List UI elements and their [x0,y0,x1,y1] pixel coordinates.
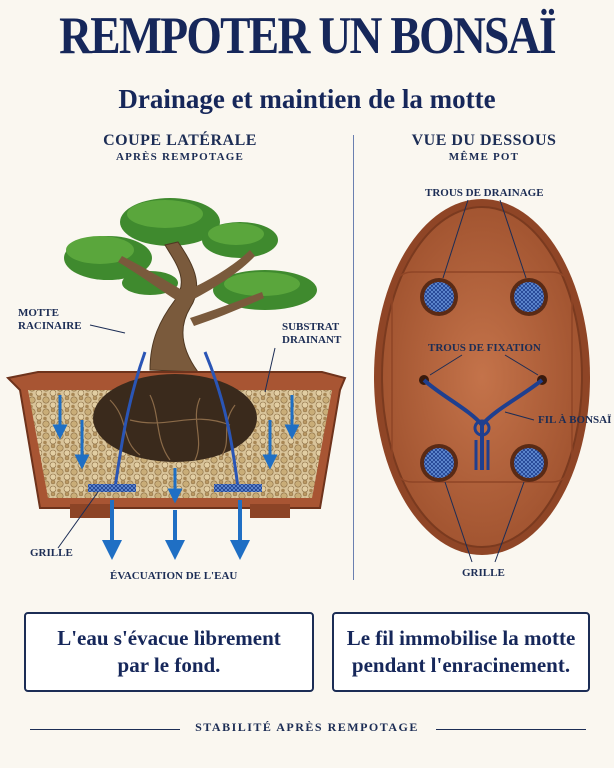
water-arrows-outflow [102,500,250,560]
label-trous-drainage: TROUS DE DRAINAGE [425,187,544,199]
label-motte-line1: MOTTE [18,307,59,319]
caption-right-text: Le fil immobilise la motte pendant l'enr… [346,626,576,677]
label-motte-line2: RACINAIRE [18,320,82,332]
left-panel-subheading: APRÈS REMPOTAGE [115,151,245,163]
label-substrat-line1: SUBSTRAT [282,321,340,333]
label-motte-racinaire: MOTTE RACINAIRE [18,307,82,333]
drainage-hole-bottom-right [510,444,548,482]
pot-bottom-view [374,199,590,555]
label-evacuation: ÉVACUATION DE L'EAU [110,570,238,582]
water-arrows-inner [52,395,300,504]
caption-box-right: Le fil immobilise la motte pendant l'enr… [332,612,590,692]
mesh-screen-left [88,484,136,492]
label-fil-bonsai: FIL À BONSAÏ [538,414,612,426]
label-substrat-line2: DRAINANT [282,334,342,346]
label-substrat-drainant: SUBSTRAT DRAINANT [282,321,341,347]
label-trous-fixation: TROUS DE FIXATION [428,342,541,354]
label-grille-left: GRILLE [30,547,73,559]
bonsai-tree [64,198,317,373]
left-panel-heading: COUPE LATÉRALE [103,132,257,149]
drainage-hole-top-right [510,278,548,316]
drainage-hole-bottom-left [420,444,458,482]
footer-rule-right [436,729,586,730]
label-grille-right: GRILLE [462,567,505,579]
bonsai-wire [422,378,544,470]
footer-rule-left [30,729,180,730]
caption-box-left: L'eau s'évacue librement par le fond. [24,612,314,692]
right-panel-header: VUE DU DESSOUS MÊME POT [364,132,604,163]
caption-left-text: L'eau s'évacue librement par le fond. [57,626,281,677]
left-panel-header: COUPE LATÉRALE APRÈS REMPOTAGE [20,132,340,163]
page-title: REMPOTER UN BONSAÏ [59,7,557,65]
right-panel-heading: VUE DU DESSOUS [411,132,557,149]
right-panel-subheading: MÊME POT [448,151,520,163]
footer-text: STABILITÉ APRÈS REMPOTAGE [195,720,419,734]
drainage-hole-top-left [420,278,458,316]
panel-divider [353,135,354,580]
mesh-screen-right [214,484,262,492]
page-subtitle: Drainage et maintien de la motte [118,84,496,114]
